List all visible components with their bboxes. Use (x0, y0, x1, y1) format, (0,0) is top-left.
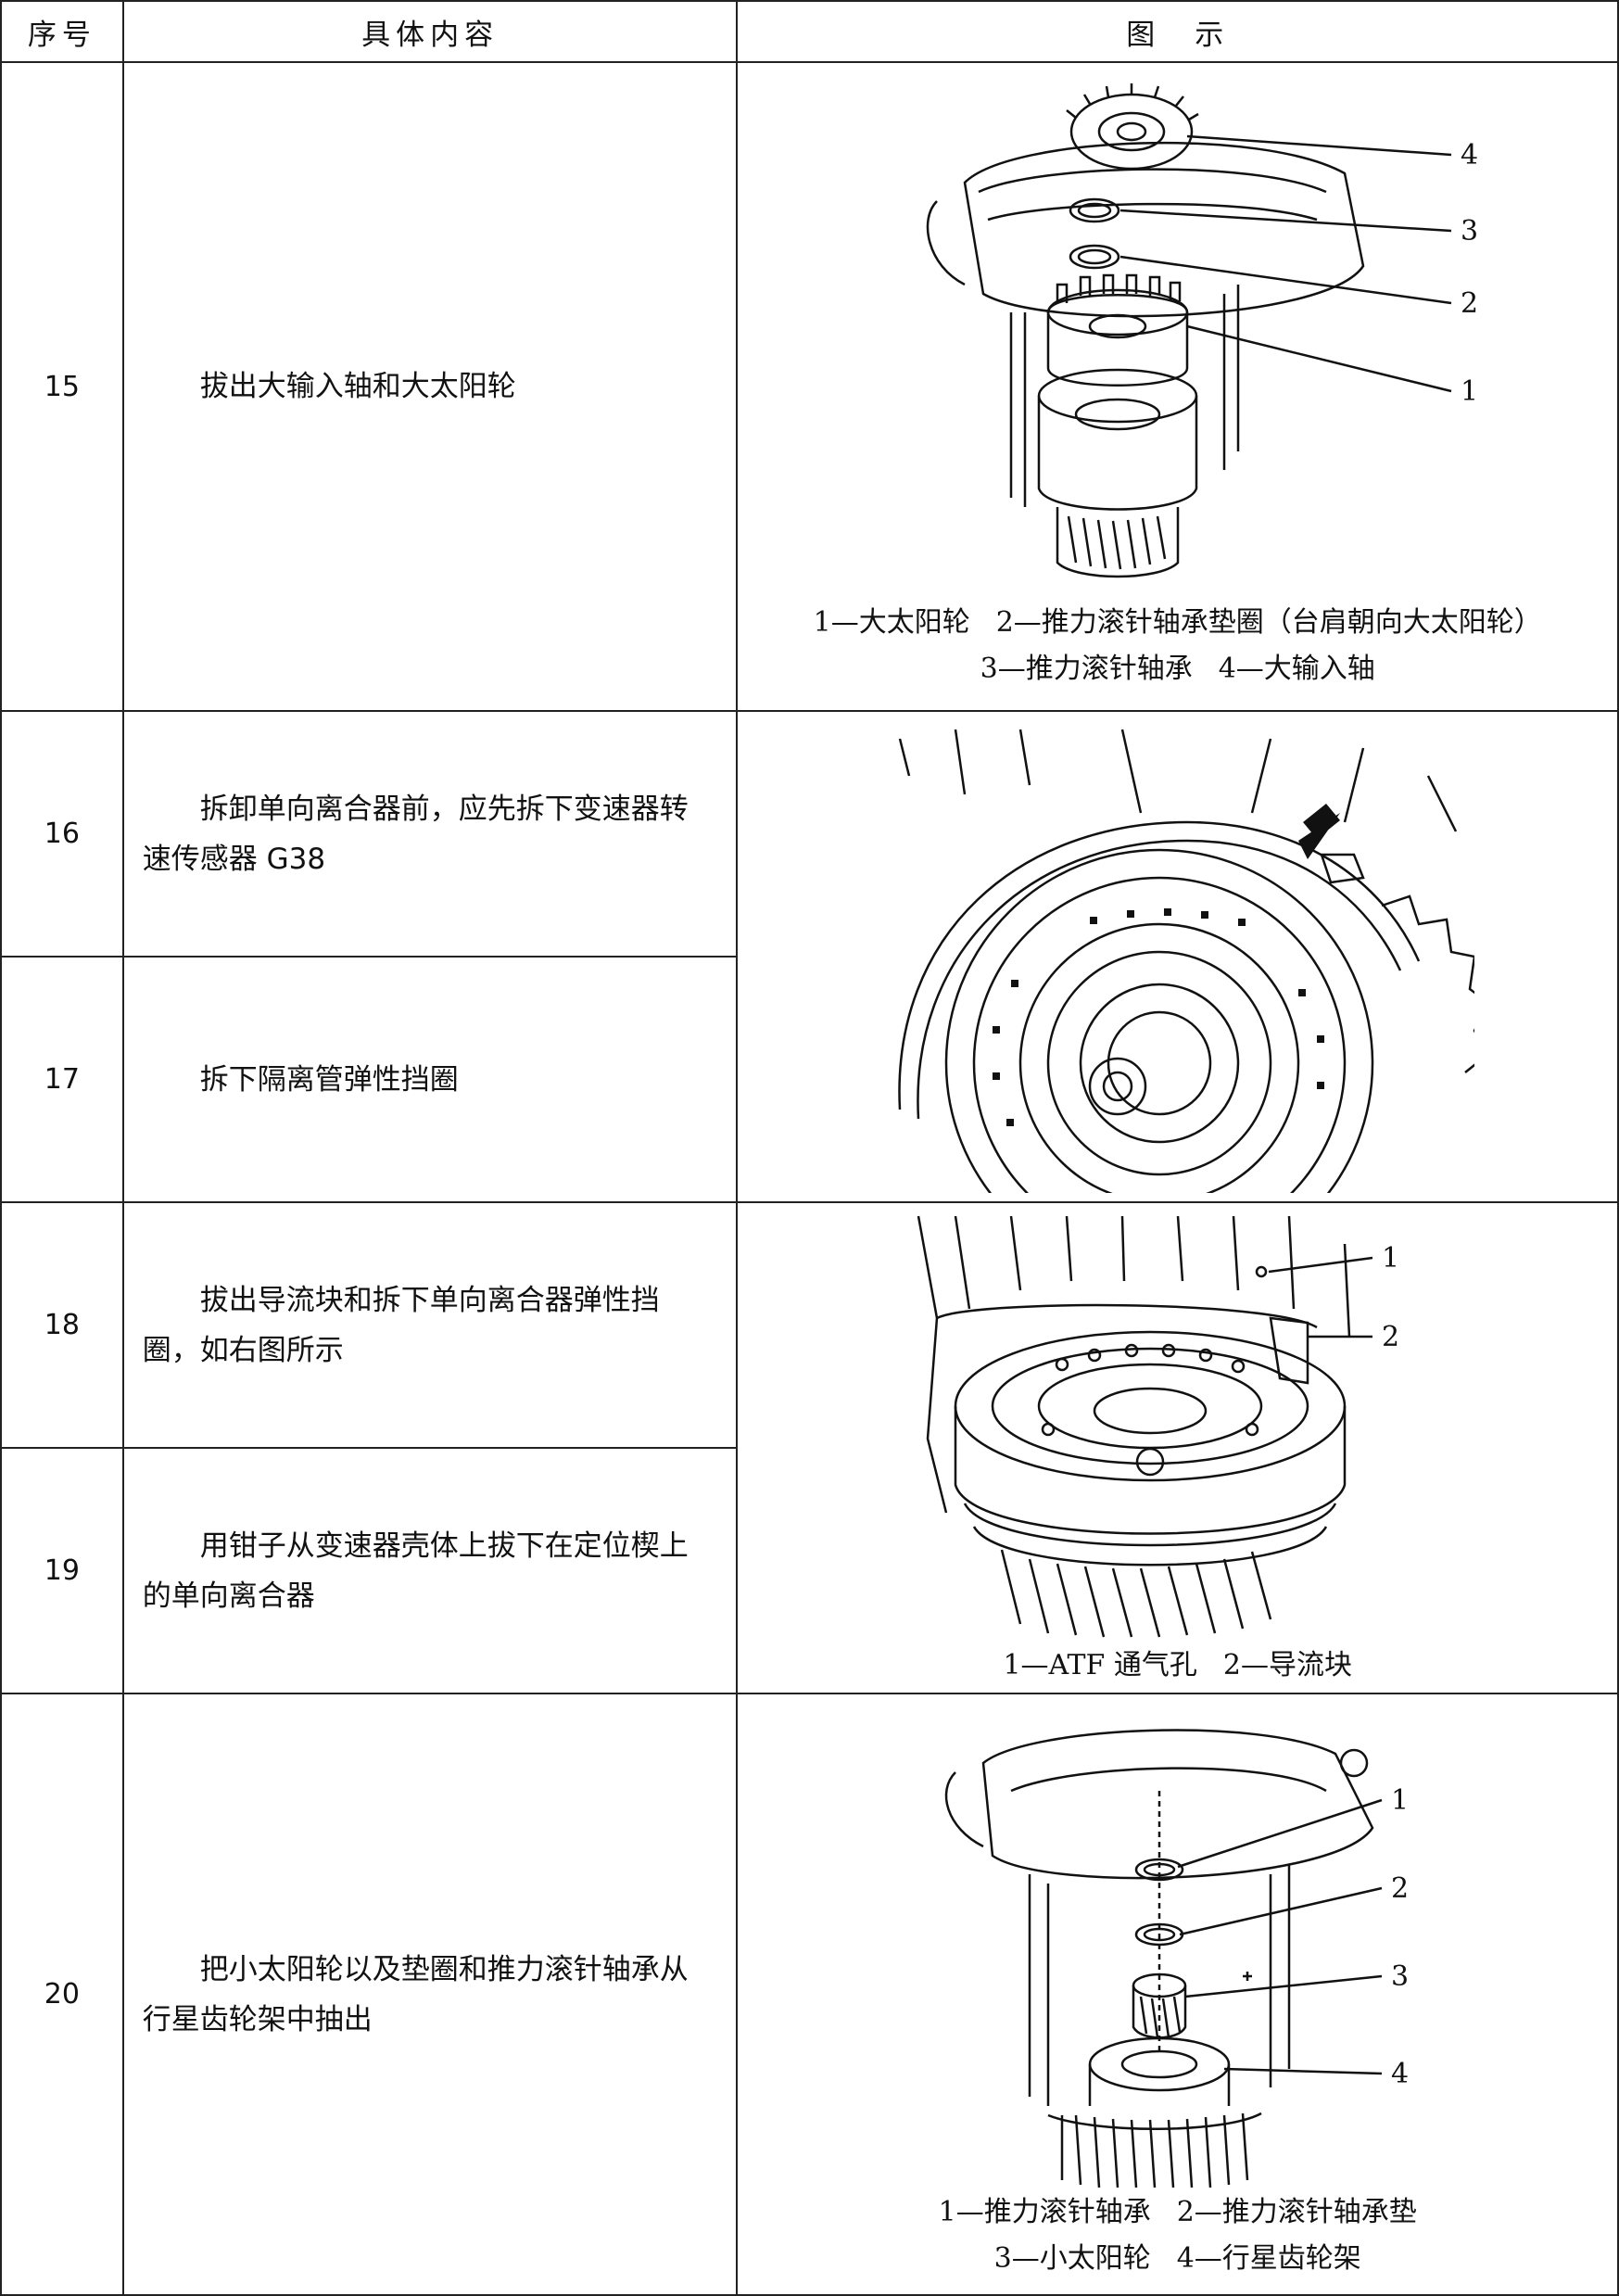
callout-3: 3 (1391, 1960, 1409, 1993)
figure-16-17-illustration (897, 729, 1474, 1193)
table-row: 19 用钳子从变速器壳体上拔下在定位楔上的单向离合器 (0, 1447, 1618, 1694)
row-number: 17 (0, 956, 124, 1203)
header-row: 序号 具体内容 图 示 (0, 0, 1619, 63)
header-figure: 图 示 (736, 0, 1619, 63)
row-number: 15 (0, 61, 124, 712)
figure-cell (736, 710, 1619, 1203)
table-row: 20 把小太阳轮以及垫圈和推力滚针轴承从行星齿轮架中抽出 (0, 1693, 1619, 2296)
callout-3: 3 (1461, 215, 1478, 247)
row-number: 16 (0, 710, 124, 958)
row-text: 用钳子从变速器壳体上拔下在定位楔上的单向离合器 (121, 1447, 739, 1694)
figure-18-19-illustration: 1 2 (917, 1215, 1399, 1638)
figure-20-illustration: 1 2 3 4 (944, 1728, 1409, 2188)
callout-1: 1 (1461, 375, 1478, 408)
callout-4: 4 (1461, 139, 1478, 171)
header-content: 具体内容 (121, 0, 739, 63)
callout-2: 2 (1461, 287, 1478, 320)
table-row: 18 拔出导流块和拆下单向离合器弹性挡圈，如右图所示 (0, 1201, 1619, 1694)
row-text: 拆下隔离管弹性挡圈 (121, 956, 739, 1203)
callout-4: 4 (1391, 2058, 1409, 2090)
row-number: 20 (0, 1693, 124, 2296)
callout-2: 2 (1391, 1872, 1409, 1905)
callout-1: 1 (1391, 1784, 1409, 1817)
row-text: 拆卸单向离合器前，应先拆下变速器转速传感器 G38 (121, 710, 739, 958)
row-text: 把小太阳轮以及垫圈和推力滚针轴承从行星齿轮架中抽出 (121, 1693, 739, 2296)
callout-2: 2 (1382, 1321, 1399, 1353)
callout-1: 1 (1382, 1242, 1399, 1275)
figure-15-illustration: 4 3 2 1 (926, 83, 1478, 578)
header-no: 序号 (0, 0, 124, 63)
table-row: 16 拆卸单向离合器前，应先拆下变速器转速传感器 G38 (0, 710, 1619, 1203)
table-row: 17 拆下隔离管弹性挡圈 (0, 956, 1618, 1203)
row-number: 19 (0, 1447, 124, 1694)
row-number: 18 (0, 1201, 124, 1449)
row-text: 拔出导流块和拆下单向离合器弹性挡圈，如右图所示 (121, 1201, 739, 1449)
table-row: 15 拔出大输入轴和大太阳轮 (0, 61, 1619, 712)
row-text: 拔出大输入轴和大太阳轮 (121, 61, 739, 712)
